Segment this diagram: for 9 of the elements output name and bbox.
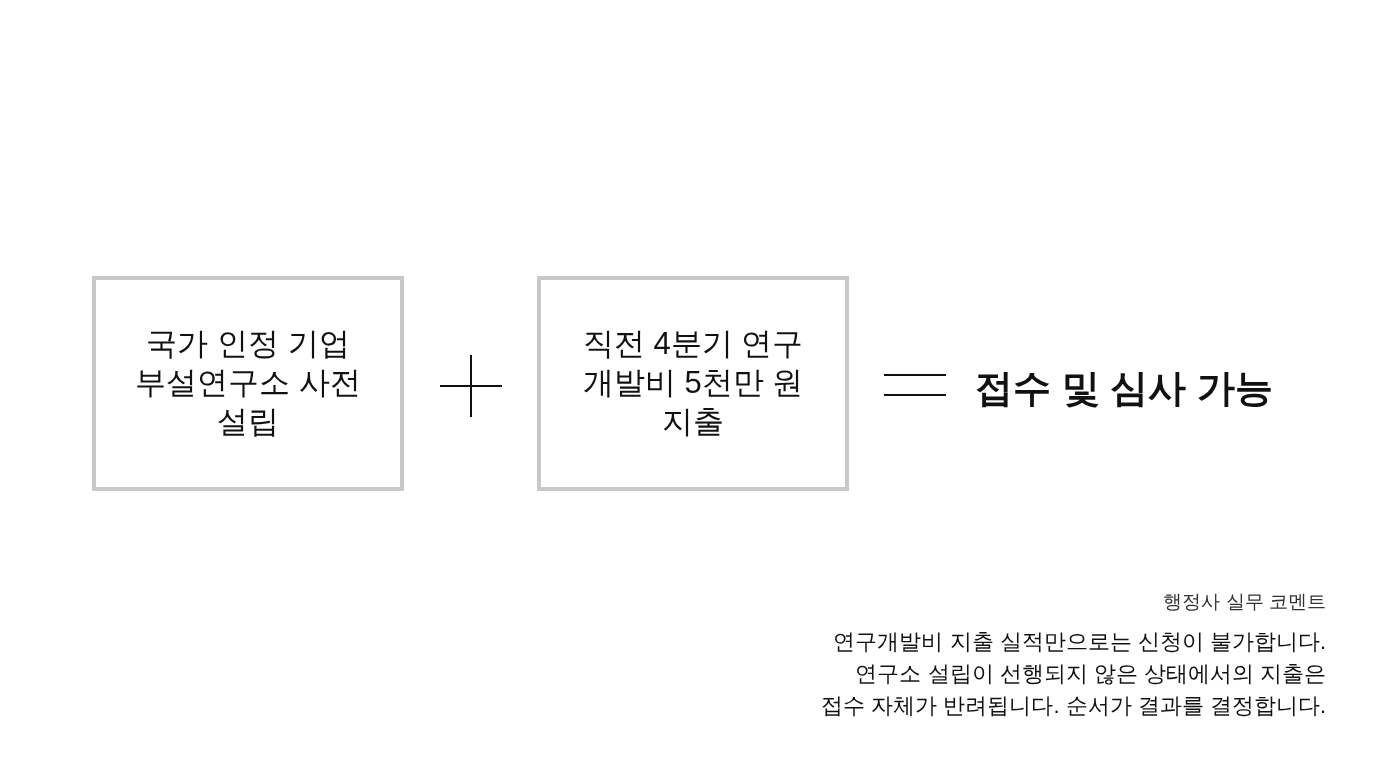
box-text: 국가 인정 기업부설연구소 사전 설립	[134, 325, 362, 441]
box-text: 직전 4분기 연구개발비 5천만 원 지출	[581, 325, 805, 441]
result-text: 접수 및 심사 가능	[975, 366, 1274, 411]
comment-line: 연구개발비 지출 실적만으로는 신청이 불가합니다.	[833, 628, 1326, 656]
condition-box	[92, 276, 404, 491]
comment-heading: 행정사 실무 코멘트	[1163, 590, 1326, 614]
comment-line: 연구소 설립이 선행되지 않은 상태에서의 지출은	[855, 660, 1326, 688]
condition-box	[537, 276, 849, 491]
comment-line: 접수 자체가 반려됩니다. 순서가 결과를 결정합니다.	[821, 692, 1326, 720]
